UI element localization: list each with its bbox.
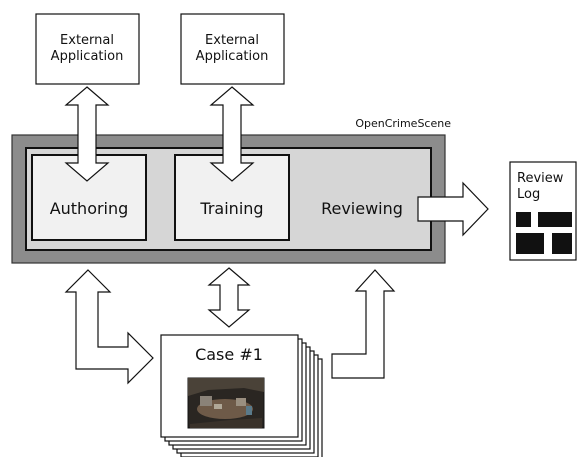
arrow-reviewing-to-log <box>417 181 489 237</box>
arrow-case-to-reviewing <box>331 269 396 379</box>
log-block-icon <box>516 233 544 254</box>
review-log-line2: Log <box>517 187 540 202</box>
external-application-1-line2: Application <box>51 49 124 64</box>
log-block-icon <box>516 212 531 227</box>
module-authoring-label: Authoring <box>50 199 129 218</box>
double-arrow-training-case <box>207 267 251 328</box>
review-log: Review Log <box>509 161 577 261</box>
double-arrow-external-training <box>209 86 255 182</box>
case-title: Case #1 <box>195 345 263 364</box>
case-document: Case #1 <box>160 334 299 438</box>
log-block-icon <box>552 233 572 254</box>
external-application-2: External Application <box>180 13 285 85</box>
external-application-2-line1: External <box>205 33 259 48</box>
review-log-line1: Review <box>517 171 564 186</box>
double-arrow-authoring-case <box>64 269 154 385</box>
double-arrow-external-authoring <box>64 86 110 182</box>
external-application-1: External Application <box>35 13 140 85</box>
module-reviewing-label: Reviewing <box>321 199 403 218</box>
module-authoring: Authoring <box>31 154 147 241</box>
log-block-icon <box>538 212 572 227</box>
crime-scene-thumbnail <box>187 377 265 429</box>
external-application-2-line2: Application <box>196 49 269 64</box>
module-training-label: Training <box>199 199 263 218</box>
system-title: OpenCrimeScene <box>355 117 451 130</box>
external-application-1-line1: External <box>60 33 114 48</box>
